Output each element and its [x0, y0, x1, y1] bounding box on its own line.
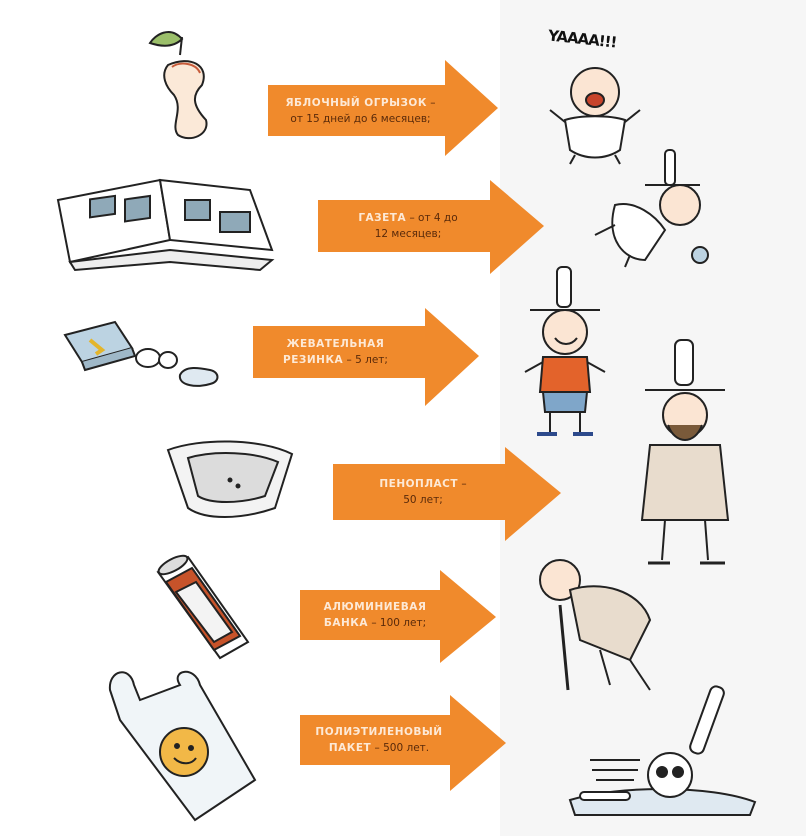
item-name: ПОЛИЭТИЛЕНОВЫЙ	[315, 726, 443, 738]
arrow-aluminum-can: АЛЮМИНИЕВАЯ БАНКА – 100 лет;	[300, 570, 498, 663]
item-name-2: РЕЗИНКА	[283, 354, 344, 366]
item-name: ПЕНОПЛАСТ	[379, 478, 459, 490]
decomposition-time: – 500 лет.	[371, 742, 430, 754]
decomposition-time: 12 месяцев;	[374, 228, 442, 240]
aluminum-can-illustration	[156, 554, 250, 660]
arrow-plastic-bag: ПОЛИЭТИЛЕНОВЫЙ ПАКЕТ – 500 лет.	[300, 695, 508, 791]
decomposition-time: – 5 лет;	[343, 354, 388, 366]
crying-baby-illustration	[549, 67, 641, 165]
arrow-apple-core: ЯБЛОЧНЫЙ ОГРЫЗОК – от 15 дней до 6 месяц…	[268, 60, 500, 156]
arrow-chewing-gum: ЖЕВАТЕЛЬНАЯ РЕЗИНКА – 5 лет;	[253, 308, 481, 406]
plastic-bag-illustration	[108, 670, 257, 822]
dash: –	[426, 96, 436, 109]
newspaper-illustration	[56, 178, 275, 272]
decomposition-time: от 15 дней до 6 месяцев;	[290, 112, 431, 125]
old-man-illustration	[539, 559, 652, 691]
arrow-newspaper: ГАЗЕТА – от 4 до 12 месяцев;	[318, 180, 546, 274]
arrow-styrofoam: ПЕНОПЛАСТ – 50 лет;	[333, 447, 563, 541]
dash: – от 4 до	[406, 212, 458, 224]
item-name-2: ПАКЕТ	[328, 742, 372, 754]
toddler-illustration	[594, 149, 709, 268]
boy-illustration	[524, 266, 606, 436]
decomposition-time: 50 лет;	[403, 494, 443, 506]
man-illustration	[640, 339, 730, 565]
decomposition-time: – 100 лет;	[368, 617, 427, 629]
chewing-gum-illustration	[63, 320, 219, 387]
apple-core-illustration	[148, 31, 208, 140]
item-name: ГАЗЕТА	[358, 212, 407, 224]
styrofoam-tray-illustration	[166, 440, 294, 518]
dash: –	[458, 478, 467, 490]
item-name-2: БАНКА	[323, 617, 368, 629]
item-name: ЯБЛОЧНЫЙ ОГРЫЗОК	[285, 96, 427, 109]
skeleton-illustration	[568, 685, 757, 816]
item-name: АЛЮМИНИЕВАЯ	[323, 601, 427, 613]
item-name: ЖЕВАТЕЛЬНАЯ	[286, 338, 385, 350]
